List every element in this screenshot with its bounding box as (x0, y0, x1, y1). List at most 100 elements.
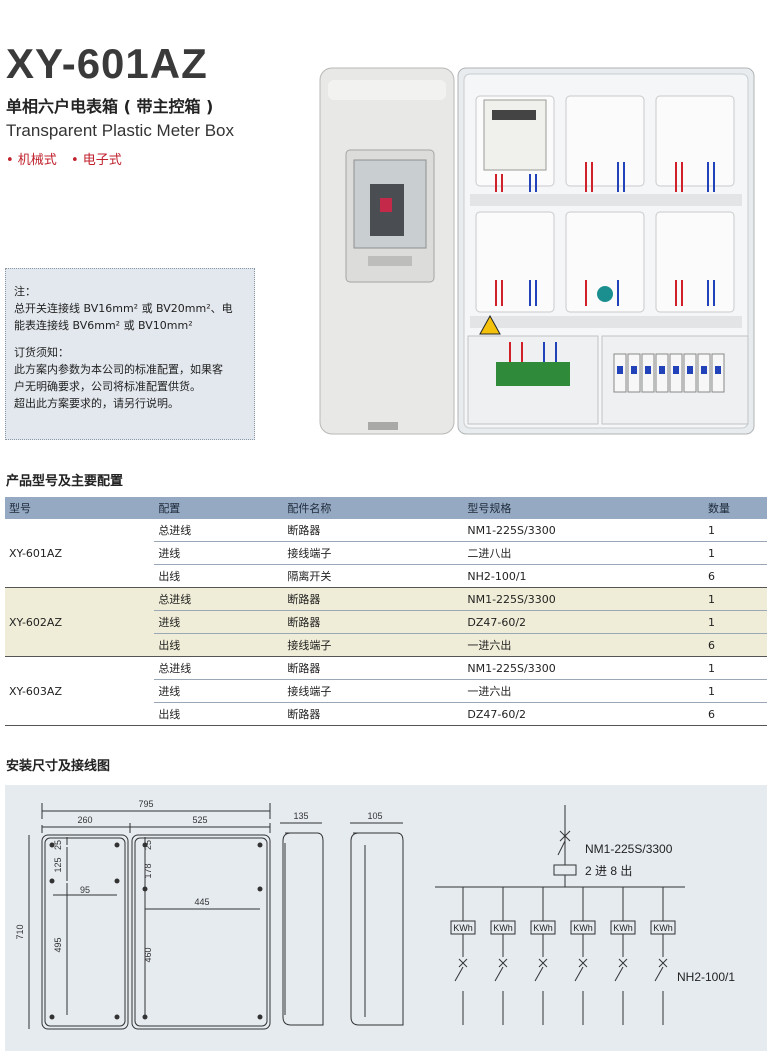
table-cell: 进线 (154, 679, 284, 703)
model-cell: XY-603AZ (5, 656, 155, 726)
dim-right-width: 525 (192, 815, 207, 825)
notes-box: 注： 总开关连接线 BV16mm² 或 BV20mm²、电 能表连接线 BV6m… (5, 268, 255, 440)
table-cell: 1 (698, 519, 767, 542)
switch-blade (654, 966, 664, 982)
switch-cross (578, 958, 588, 968)
table-cell: 6 (698, 633, 767, 657)
meter-type-mechanical: • 机械式 (6, 153, 57, 168)
table-cell: 出线 (154, 633, 284, 657)
table-cell: NM1-225S/3300 (463, 656, 699, 680)
dim-top-offset-b: 25 (143, 840, 153, 850)
dim-top-offset-a: 25 (53, 840, 63, 850)
table-row: XY-601AZ 总进线 断路器 NM1-225S/3300 1 (5, 519, 767, 588)
switch-cross (538, 958, 548, 968)
order-line: 此方案内参数为本公司的标准配置，如果客 (14, 363, 223, 376)
note-line: 总开关连接线 BV16mm² 或 BV20mm²、电 (14, 302, 233, 315)
header-part: 配件名称 (283, 497, 464, 519)
product-title-zh: 单相六户电表箱 ( 带主控箱 ) (6, 97, 214, 116)
table-cell: 断路器 (283, 656, 464, 680)
switch-blade (614, 966, 624, 982)
table-row: 出线 接线端子 一进六出 6 (5, 633, 767, 657)
table-cell: 进线 (154, 541, 284, 565)
order-line: 户无明确要求，公司将标准配置供货。 (14, 380, 201, 393)
table-cell: 断路器 (283, 519, 464, 542)
switch-blade (574, 966, 584, 982)
table-header-row: 型号 配置 配件名称 型号规格 数量 (5, 497, 767, 519)
product-title-en: Transparent Plastic Meter Box (6, 121, 235, 140)
dim-side-depth-1: 135 (293, 811, 308, 821)
switch-blade (534, 966, 544, 982)
product-model-title: XY-601AZ (6, 40, 208, 87)
dim-total-width: 795 (138, 799, 153, 809)
table-row: XY-602AZ 总进线 断路器 NM1-225S/3300 1 (5, 587, 767, 657)
table-cell: 1 (698, 541, 767, 565)
table-row: XY-603AZ 总进线 断路器 NM1-225S/3300 1 (5, 656, 767, 726)
table-row: 进线 接线端子 一进六出 1 (5, 679, 767, 703)
table-cell: 总进线 (154, 519, 284, 542)
table-cell: 接线端子 (283, 541, 464, 565)
table-cell: 总进线 (154, 587, 284, 611)
order-heading: 订货须知： (14, 346, 69, 359)
kwh-label: KWh (573, 923, 593, 933)
table-cell: NM1-225S/3300 (463, 587, 699, 611)
table-cell: 6 (698, 702, 767, 726)
table-section-title: 产品型号及主要配置 (6, 474, 124, 489)
dim-hole-v1: 125 (53, 857, 63, 872)
header-qty: 数量 (698, 497, 767, 519)
dim-height: 710 (15, 924, 25, 939)
branch-switch-label: NH2-100/1 (677, 970, 735, 984)
table-cell: 出线 (154, 564, 284, 588)
meter-types: • 机械式 • 电子式 (6, 149, 132, 168)
product-photo (319, 67, 755, 435)
dim-hole-v4: 460 (143, 947, 153, 962)
dim-left-width: 260 (77, 815, 92, 825)
table-cell: DZ47-60/2 (463, 610, 699, 634)
dim-side-depth-2: 105 (367, 811, 382, 821)
header-config: 配置 (154, 497, 284, 519)
note-line: 能表连接线 BV6mm² 或 BV10mm² (14, 319, 193, 332)
switch-blade (454, 966, 464, 982)
dim-hole-v2: 495 (53, 937, 63, 952)
order-line: 超出此方案要求的，请另行说明。 (14, 397, 179, 410)
table-row: 进线 断路器 DZ47-60/2 1 (5, 610, 767, 634)
table-cell: 接线端子 (283, 633, 464, 657)
table-cell: 1 (698, 656, 767, 680)
table-cell: 断路器 (283, 587, 464, 611)
dim-hole-h1: 95 (80, 885, 90, 895)
header-model: 型号 (5, 497, 155, 519)
table-row: 出线 隔离开关 NH2-100/1 6 (5, 564, 767, 588)
table-cell: 断路器 (283, 610, 464, 634)
installation-diagram: 795 260 525 710 25 125 95 495 25 178 445… (5, 785, 767, 1051)
table-cell: 接线端子 (283, 679, 464, 703)
kwh-label: KWh (613, 923, 633, 933)
header-spec: 型号规格 (463, 497, 699, 519)
kwh-label: KWh (653, 923, 673, 933)
table-cell: 二进八出 (463, 541, 699, 565)
table-cell: NM1-225S/3300 (463, 519, 699, 542)
switch-cross (658, 958, 668, 968)
table-cell: 出线 (154, 702, 284, 726)
table-cell: 1 (698, 610, 767, 634)
table-cell: 进线 (154, 610, 284, 634)
switch-cross (458, 958, 468, 968)
kwh-label: KWh (493, 923, 513, 933)
table-cell: DZ47-60/2 (463, 702, 699, 726)
switch-cross (618, 958, 628, 968)
meter-type-electronic: • 电子式 (70, 153, 122, 168)
model-cell: XY-601AZ (5, 519, 155, 588)
table-cell: 1 (698, 679, 767, 703)
dimension-and-wiring-svg: 795 260 525 710 25 125 95 495 25 178 445… (15, 799, 735, 1030)
spec-table: 型号 配置 配件名称 型号规格 数量 XY-601AZ 总进线 断路器 NM1-… (5, 497, 767, 726)
table-row: 出线 断路器 DZ47-60/2 6 (5, 702, 767, 726)
model-cell: XY-602AZ (5, 587, 155, 657)
diagram-section-title: 安装尺寸及接线图 (6, 759, 111, 774)
table-cell: 1 (698, 587, 767, 611)
kwh-label: KWh (453, 923, 473, 933)
table-cell: NH2-100/1 (463, 564, 699, 588)
switch-cross (498, 958, 508, 968)
switch-blade (494, 966, 504, 982)
note-heading: 注： (14, 285, 36, 298)
table-row: 进线 接线端子 二进八出 1 (5, 541, 767, 565)
kwh-label: KWh (533, 923, 553, 933)
table-cell: 一进六出 (463, 679, 699, 703)
